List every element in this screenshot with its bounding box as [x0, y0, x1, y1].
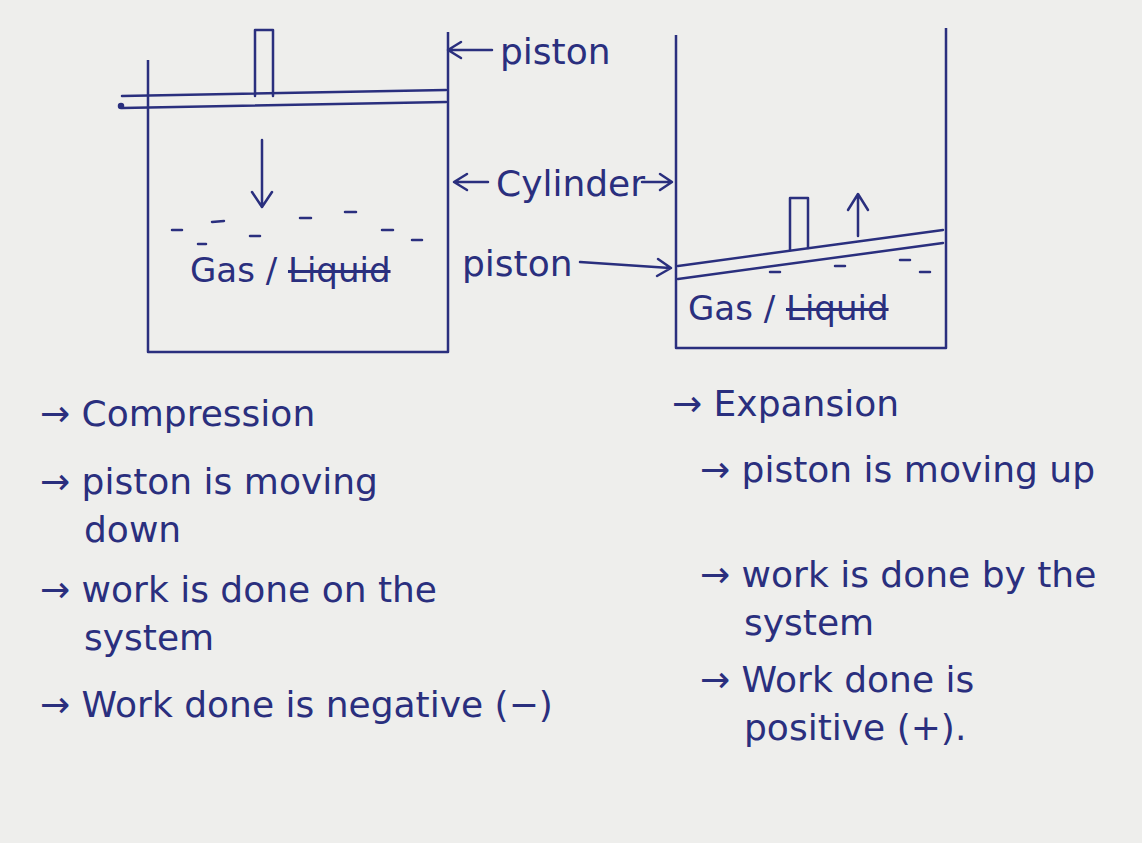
gas-particles — [770, 260, 930, 272]
ink-dot — [119, 104, 123, 108]
cylinder-node: Gas / Liquid — [146, 28, 450, 354]
contents-row: Gas / Liquid — [688, 288, 889, 328]
part-label: Cylinder — [496, 160, 645, 208]
contents-text: Liquid — [786, 288, 889, 328]
motion-arrow — [848, 194, 868, 236]
bullet-note: → Compression — [40, 390, 644, 438]
leader-arrow — [580, 259, 671, 276]
contents-text: Gas / — [190, 250, 277, 290]
part-label: piston — [462, 240, 573, 288]
cylinder-wall — [676, 28, 946, 348]
piston-rod — [790, 198, 808, 250]
motion-arrow — [252, 140, 272, 207]
cylinder-wall — [148, 32, 448, 352]
leader-arrow — [454, 174, 488, 190]
piston-plate — [122, 90, 446, 108]
bullet-note: → Expansion — [672, 380, 1136, 428]
piston-rod — [255, 30, 273, 96]
bullet-note: → Work done is positive (+). — [700, 656, 1114, 752]
contents-row: Gas / Liquid — [190, 250, 391, 290]
cylinder-node: Gas / Liquid — [674, 26, 948, 350]
leader-arrow — [448, 42, 492, 58]
part-label: piston — [500, 28, 611, 76]
bullet-note: → work is done on the system — [40, 566, 464, 662]
contents-text: Gas / — [688, 288, 775, 328]
contents-text: Liquid — [288, 250, 391, 290]
bullet-note: → piston is moving up — [700, 446, 1114, 494]
bullet-note: → Work done is negative (−) — [40, 681, 554, 729]
cylinder-outline — [146, 28, 450, 354]
bullet-note: → piston is moving down — [40, 458, 464, 554]
bullet-note: → work is done by the system — [700, 551, 1114, 647]
piston-plate — [678, 230, 943, 279]
leader-arrow — [642, 174, 672, 190]
gas-particles — [172, 212, 422, 244]
